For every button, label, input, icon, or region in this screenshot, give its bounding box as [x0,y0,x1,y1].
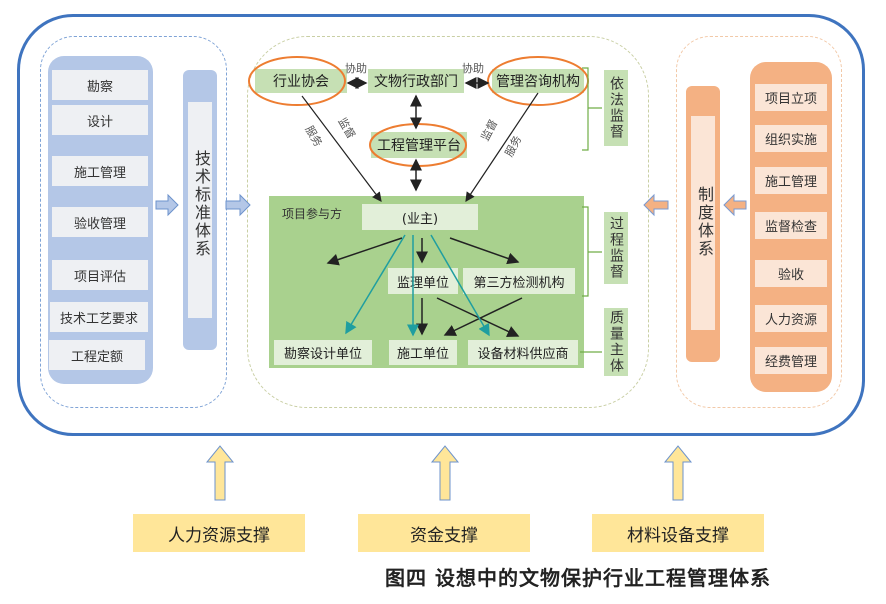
edge-owner-survey-design [345,234,406,335]
edge-owner-third-party [449,237,520,265]
edge-owner-left [326,237,403,266]
node-survey-design: 勘察设计单位 [274,340,372,365]
tech-item: 项目评估 [52,260,148,290]
arrow-right-icon [155,193,179,217]
label-legal-supervision: 依法监督 [604,70,628,146]
arrow-up-icon [205,445,235,501]
support-human-resources: 人力资源支撑 [133,514,305,552]
project-group-title: 项目参与方 [282,207,343,221]
institution-item: 组织实施 [755,125,827,152]
edge-label-assist-left: 协助 [345,62,367,75]
node-platform: 工程管理平台 [371,132,467,158]
node-third-party-testing: 第三方检测机构 [463,268,575,294]
institution-item: 验收 [755,260,827,287]
support-funding: 资金支撑 [358,514,530,552]
node-supplier: 设备材料供应商 [468,340,578,365]
edge-consulting-owner [465,92,539,202]
edge-label-assist-right: 协助 [462,62,484,75]
institution-item: 人力资源 [755,305,827,332]
arrow-right-icon [225,193,251,217]
bracket-legal [582,67,602,151]
arrow-left-icon [643,193,669,217]
tech-item: 验收管理 [52,207,148,237]
node-heritage-admin: 文物行政部门 [368,69,464,93]
arrow-up-icon [663,445,693,501]
node-consulting-agency: 管理咨询机构 [492,69,584,93]
tech-item: 施工管理 [52,156,148,186]
node-construction: 施工单位 [389,340,457,365]
management-region [247,36,649,408]
label-process-supervision: 过程监督 [604,212,628,284]
tech-item: 工程定额 [49,340,145,370]
tech-standard-bar-inner [188,102,212,318]
tech-item: 勘察 [52,70,148,100]
system-boundary [17,14,865,436]
edge-owner-supplier [430,234,490,337]
institution-region [676,36,842,408]
arrow-left-icon [723,193,747,217]
label-quality-subject: 质量主体 [604,308,628,376]
arrow-up-icon [430,445,460,501]
edge-supervisor-supplier [436,297,520,337]
node-owner: (业主) [362,204,478,230]
institution-item: 施工管理 [755,167,827,194]
bracket-process [582,206,602,297]
institution-label: 制度体系 [695,186,714,258]
support-materials: 材料设备支撑 [592,514,764,552]
institution-bar-inner [691,116,715,330]
tech-standard-region [40,36,227,408]
tech-item: 技术工艺要求 [50,302,148,332]
institution-item: 监督检查 [755,212,827,239]
highlight-ellipse [248,56,346,106]
tech-item: 设计 [52,105,148,135]
tech-standard-label: 技术标准体系 [192,150,211,258]
figure-caption: 图四 设想中的文物保护行业工程管理体系 [385,566,771,590]
institution-item: 项目立项 [755,84,827,111]
edge-third-party-construction [443,297,523,336]
node-supervisor: 监理单位 [388,268,458,294]
highlight-ellipse [369,123,467,167]
highlight-ellipse [487,56,589,106]
node-industry-association: 行业协会 [255,69,347,93]
institution-item: 经费管理 [755,347,827,374]
edge-association-owner [301,95,382,202]
